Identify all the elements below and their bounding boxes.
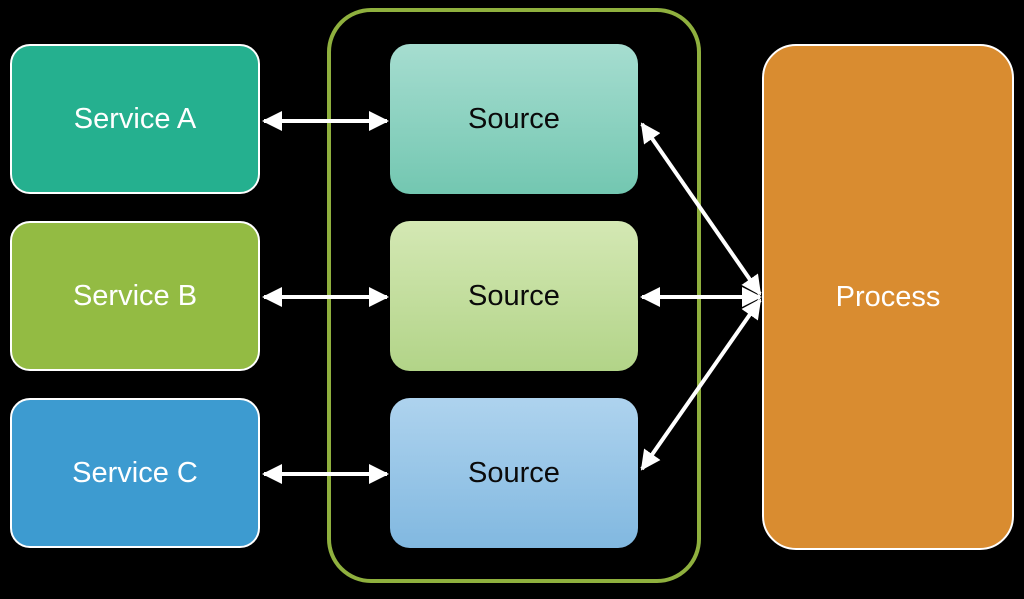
source-3-box: Source bbox=[390, 398, 638, 548]
service-b-box: Service B bbox=[10, 221, 260, 371]
service-b-label: Service B bbox=[72, 279, 198, 312]
process-box: Process bbox=[762, 44, 1014, 550]
source-3-label: Source bbox=[468, 456, 560, 489]
source-1-label: Source bbox=[468, 102, 560, 135]
source-2-box: Source bbox=[390, 221, 638, 371]
process-label: Process bbox=[835, 280, 941, 313]
service-a-box: Service A bbox=[10, 44, 260, 194]
source-1-box: Source bbox=[390, 44, 638, 194]
source-2-label: Source bbox=[468, 279, 560, 312]
service-a-label: Service A bbox=[73, 102, 197, 135]
service-c-box: Service C bbox=[10, 398, 260, 548]
service-c-label: Service C bbox=[72, 456, 198, 489]
